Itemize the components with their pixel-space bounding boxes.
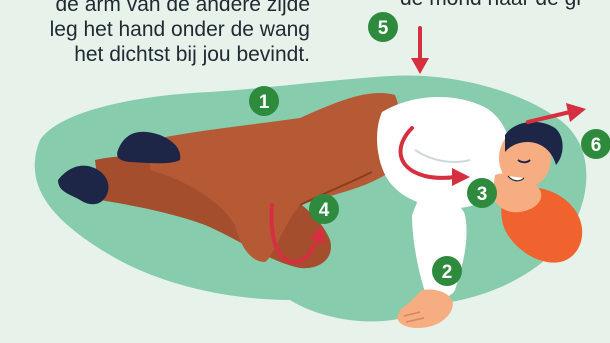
step-number: 5 xyxy=(378,18,389,39)
step-badge-1: 1 xyxy=(249,86,279,116)
step-number: 4 xyxy=(319,200,330,221)
step-badge-6: 6 xyxy=(581,129,610,159)
step-badge-4: 4 xyxy=(309,194,339,224)
step-number: 3 xyxy=(477,184,488,205)
arrow-5-down xyxy=(411,28,429,74)
step-number: 6 xyxy=(591,135,602,156)
step-number: 2 xyxy=(442,262,453,283)
step-badge-2: 2 xyxy=(432,256,462,286)
step-badge-5: 5 xyxy=(368,12,398,42)
step-badge-3: 3 xyxy=(467,178,497,208)
step-number: 1 xyxy=(259,92,270,113)
